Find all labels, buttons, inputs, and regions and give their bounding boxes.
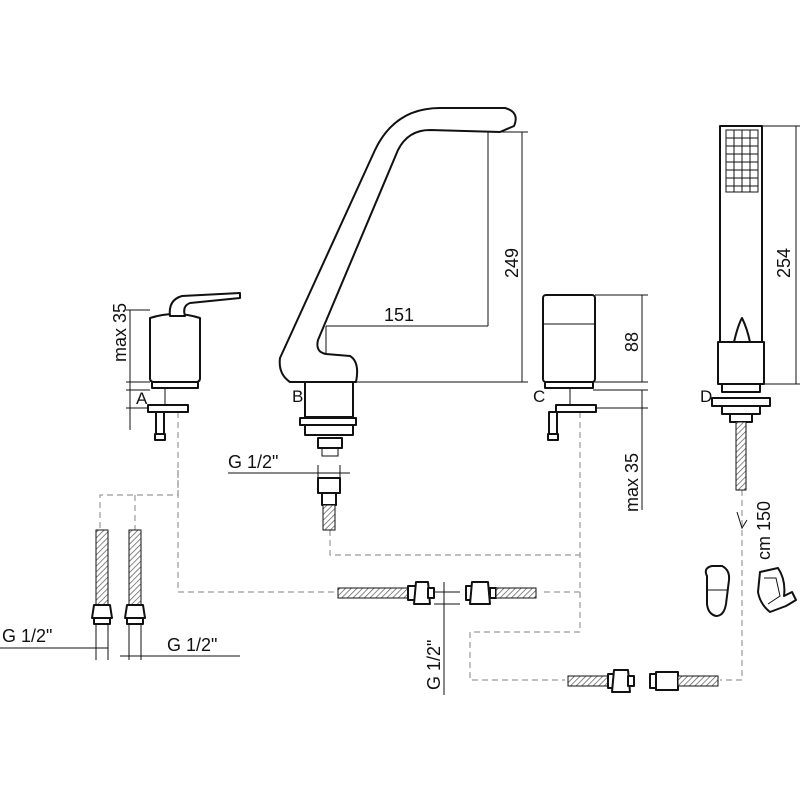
flexible-hose-left-1 (91, 529, 113, 660)
h249-label: 249 (502, 248, 522, 278)
dimension-g-center: G 1/2" (228, 452, 350, 480)
cm150-label: cm 150 (754, 501, 774, 560)
w151-label: 151 (384, 305, 414, 325)
dimension-cm150: cm 150 (736, 501, 774, 560)
g-left1-label: G 1/2" (2, 626, 52, 646)
dimension-max35-left: max 35 (110, 303, 150, 430)
shower-holder-front (704, 565, 731, 617)
h254-label: 254 (774, 248, 794, 278)
horizontal-hose-lower (567, 669, 719, 693)
label-a: A (136, 389, 148, 408)
hand-shower-d (711, 125, 771, 491)
mixer-lever-a (147, 292, 241, 441)
flexible-hose-left-2 (124, 529, 146, 660)
dimension-151: 151 (325, 305, 488, 354)
horizontal-hose-upper (337, 581, 537, 605)
g-left2-label: G 1/2" (167, 635, 217, 655)
max35-right-label: max 35 (622, 453, 642, 512)
dimension-g-left: G 1/2" G 1/2" (0, 626, 240, 657)
label-b: B (292, 387, 303, 406)
label-d: D (700, 387, 712, 406)
dashed-hose-routes (99, 412, 743, 681)
g-vertical-label: G 1/2" (424, 640, 444, 690)
g-center-label: G 1/2" (228, 452, 278, 472)
dimension-254: 254 (762, 125, 800, 385)
h88-label: 88 (622, 332, 642, 352)
shower-holder-side (757, 567, 797, 613)
dimension-max35-right: max 35 (593, 389, 648, 512)
dimension-g-vertical: G 1/2" (424, 582, 460, 695)
label-c: C (533, 387, 545, 406)
diverter-c (542, 294, 597, 441)
dimension-249: 249 (356, 131, 528, 383)
max35-left-label: max 35 (110, 303, 130, 362)
dimension-88: 88 (593, 294, 648, 383)
